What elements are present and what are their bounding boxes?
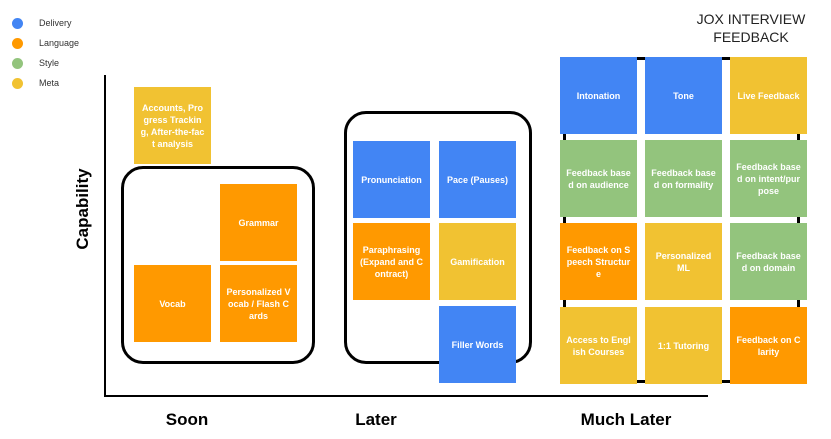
legend-label: Meta [39,78,60,88]
card-feedback-intent: Feedback based on intent/purpose [730,140,807,217]
card-filler-words: Filler Words [439,306,516,383]
legend-item-style: Style [12,53,79,73]
legend-dot-style [12,57,23,69]
group-box-soon [121,166,315,364]
card-paraphrasing: Paraphrasing (Expand and Contract) [353,223,430,300]
card-personalized-ml: Personalized ML [645,223,722,300]
diagram-title: JOX INTERVIEW FEEDBACK [696,11,806,45]
legend-label: Delivery [39,18,72,28]
card-feedback-speech-structure: Feedback on Speech Structure [560,223,637,300]
card-feedback-clarity: Feedback on Clarity [730,307,807,384]
card-feedback-audience: Feedback based on audience [560,140,637,217]
legend-dot-delivery [12,17,23,29]
x-label-later: Later [355,410,397,429]
y-axis-label: Capability [73,168,92,250]
card-live-feedback: Live Feedback [730,57,807,134]
legend-label: Style [39,58,60,68]
legend-dot-language [12,37,23,49]
card-gamification: Gamification [439,223,516,300]
legend-item-meta: Meta [12,73,79,93]
card-pronunciation: Pronunciation [353,141,430,218]
card-access-english-courses: Access to English Courses [560,307,637,384]
card-intonation: Intonation [560,57,637,134]
x-label-much-later: Much Later [580,410,672,429]
x-axis-line [104,395,708,397]
card-tone: Tone [645,57,722,134]
card-feedback-formality: Feedback based on formality [645,140,722,217]
group-box-later [344,111,532,364]
card-feedback-domain: Feedback based on domain [730,223,807,300]
legend-item-language: Language [12,33,79,53]
card-accounts: Accounts, Progress Tracking, After-the-f… [134,87,211,164]
legend-dot-meta [12,77,23,89]
card-tutoring: 1:1 Tutoring [645,307,722,384]
card-pace: Pace (Pauses) [439,141,516,218]
card-vocab: Vocab [134,265,211,342]
x-label-soon: Soon [165,410,209,429]
y-axis-line [104,75,106,397]
legend: Delivery Language Style Meta [12,13,79,93]
legend-item-delivery: Delivery [12,13,79,33]
legend-label: Language [39,38,80,48]
card-personalized-vocab: Personalized Vocab / Flash Cards [220,265,297,342]
card-grammar: Grammar [220,184,297,261]
